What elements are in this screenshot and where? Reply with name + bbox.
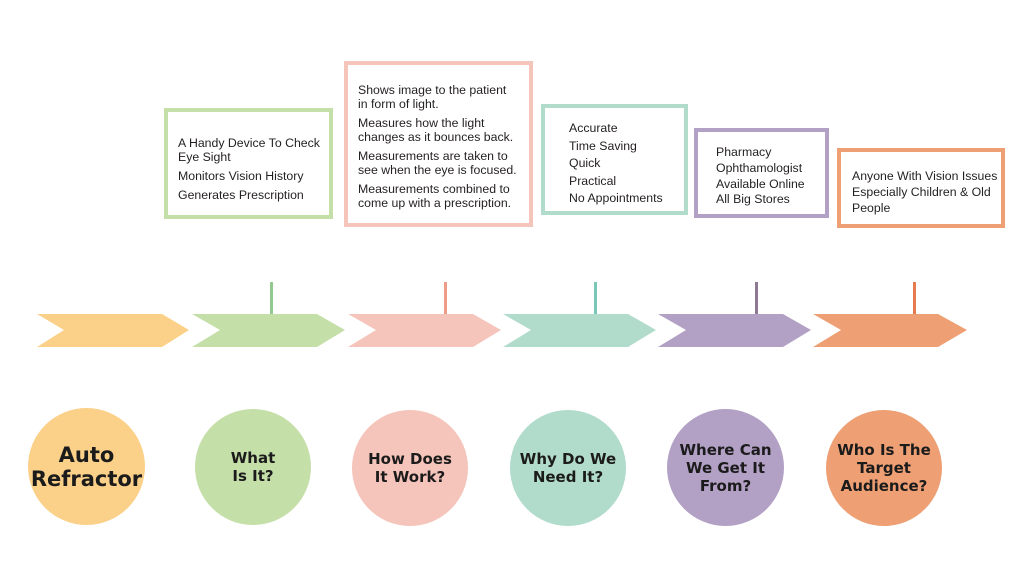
stage-title: How Does It Work? <box>368 450 452 486</box>
chevron-arrow-auto-refractor <box>37 314 189 347</box>
chevron-arrow-how-does-it-work <box>348 314 501 347</box>
detail-text: Especially Children & Old <box>852 184 991 199</box>
stage-circle-how-does-it-work: How Does It Work? <box>352 410 468 526</box>
detail-box-how-does-it-work: Shows image to the patient in form of li… <box>344 61 533 227</box>
stage-title: Who Is The Target Audience? <box>837 441 931 495</box>
detail-text: Time Saving <box>569 138 637 153</box>
detail-text: Shows image to the patient in form of li… <box>358 83 507 111</box>
connector-stem-how-does-it-work <box>444 282 447 314</box>
stage-circle-what-is-it: What Is It? <box>195 409 311 525</box>
detail-text: Generates Prescription <box>178 188 304 202</box>
detail-text: Available Online <box>716 176 805 191</box>
connector-stem-what-is-it <box>270 282 273 314</box>
detail-text: Measurements combined to come up with a … <box>358 182 512 210</box>
detail-text: Monitors Vision History <box>178 169 304 183</box>
chevron-arrow-why-do-we-need-it <box>503 314 656 347</box>
stage-circle-auto-refractor: Auto Refractor <box>28 408 145 525</box>
detail-box-why-do-we-need-it: Accurate Time Saving Quick Practical No … <box>541 104 688 215</box>
detail-box-where-can-we-get-it: Pharmacy Ophthamologist Available Online… <box>694 128 829 218</box>
detail-text: Quick <box>569 156 601 170</box>
detail-box-target-audience: Anyone With Vision Issues Especially Chi… <box>837 148 1005 228</box>
detail-text: A Handy Device To Check Eye Sight <box>178 136 320 164</box>
detail-text: Accurate <box>569 121 618 135</box>
stage-title: Why Do We Need It? <box>519 450 617 486</box>
stage-title: What Is It? <box>230 449 276 485</box>
detail-text: Pharmacy <box>716 145 772 159</box>
stage-title: Auto Refractor <box>30 442 143 491</box>
stage-circle-target-audience: Who Is The Target Audience? <box>826 410 942 526</box>
detail-text: Measurements are taken to see when the e… <box>358 149 517 177</box>
detail-text: Ophthamologist <box>716 160 803 175</box>
detail-text: Practical <box>569 173 617 188</box>
detail-text: No Appointments <box>569 191 663 205</box>
stage-circle-why-do-we-need-it: Why Do We Need It? <box>510 410 626 526</box>
detail-box-what-is-it: A Handy Device To Check Eye Sight Monito… <box>164 108 333 219</box>
detail-text: People <box>852 200 891 215</box>
connector-stem-target-audience <box>913 282 916 314</box>
detail-text: Measures how the light changes as it bou… <box>358 116 514 144</box>
connector-stem-why-do-we-need-it <box>594 282 597 314</box>
chevron-arrow-what-is-it <box>192 314 345 347</box>
chevron-arrow-target-audience <box>813 314 967 347</box>
detail-text: Anyone With Vision Issues <box>852 169 998 183</box>
chevron-arrow-where-can-we-get-it <box>658 314 811 347</box>
connector-stem-where-can-we-get-it <box>755 282 758 314</box>
stage-title: Where Can We Get It From? <box>679 440 772 495</box>
detail-text: All Big Stores <box>716 192 790 207</box>
stage-circle-where-can-we-get-it: Where Can We Get It From? <box>667 409 784 526</box>
